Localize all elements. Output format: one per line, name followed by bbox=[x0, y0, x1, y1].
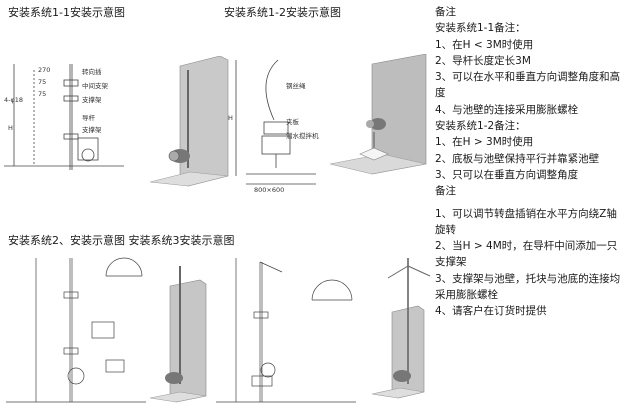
caption-system-1-1: 安装系统1-1安装示意图 bbox=[8, 6, 125, 19]
notes-subheading-system-1-1: 安装系统1-1备注： bbox=[435, 22, 526, 35]
label-jiaban: 夹板 bbox=[286, 117, 300, 126]
notes-heading-1: 备注 bbox=[435, 6, 456, 18]
label-gangsisheng: 钢丝绳 bbox=[286, 81, 306, 90]
note-3-item-2: 2、当H > 4M时，在导杆中间添加一只支撑架 bbox=[435, 240, 618, 269]
label-zhuanxiangcha: 转向插 bbox=[82, 67, 102, 76]
notes-panel: 备注 安装系统1-1备注： 1、在H < 3M时使用 2、导杆长度定长3M 3、… bbox=[435, 4, 625, 320]
label-h: H bbox=[8, 124, 13, 132]
label-800x600: 800×600 bbox=[254, 186, 284, 194]
label-h-2: H bbox=[228, 114, 233, 122]
diagram-system-2-drawing bbox=[6, 252, 156, 412]
note-1-1-item-1: 1、在H < 3M时使用 bbox=[435, 38, 534, 51]
label-daogan: 导杆 bbox=[82, 113, 96, 122]
diagram-system-1-2-drawing: 钢丝绳 夹板 潜水搅拌机 H 800×600 bbox=[226, 50, 336, 200]
caption-system-1-2: 安装系统1-2安装示意图 bbox=[224, 6, 341, 19]
note-3-item-3: 3、支撑架与池壁，托块与池底的连接均采用膨胀螺栓 bbox=[435, 272, 621, 302]
note-1-1-item-2: 2、导杆长度定长3M bbox=[435, 54, 531, 67]
note-1-1-item-4: 4、与池壁的连接采用膨胀螺栓 bbox=[435, 103, 579, 116]
label-qianshui-jiaobanji: 潜水搅拌机 bbox=[286, 131, 319, 140]
notes-heading-2: 备注 bbox=[435, 185, 456, 198]
diagram-system-1-1-render bbox=[150, 56, 230, 196]
diagram-system-2-render bbox=[150, 256, 210, 406]
label-zhongjian-zhijia: 中间支架 bbox=[82, 81, 109, 90]
diagram-system-3-drawing bbox=[216, 252, 366, 412]
note-3-item-1: 1、可以调节转盘插销在水平方向绕Z轴旋转 bbox=[435, 207, 617, 236]
note-3-item-4: 4、请客户在订货时提供 bbox=[435, 305, 547, 318]
label-zhichengjia-2: 支撑架 bbox=[82, 125, 102, 134]
note-1-2-item-1: 1、在H > 3M时使用 bbox=[435, 136, 534, 149]
label-270: 270 bbox=[38, 66, 50, 74]
note-1-2-item-2: 2、底板与池壁保持平行并靠紧池壁 bbox=[435, 152, 600, 165]
notes-subheading-system-1-2: 安装系统1-2备注： bbox=[435, 120, 526, 133]
diagram-system-3-render bbox=[372, 252, 436, 402]
label-75b: 75 bbox=[38, 90, 46, 98]
label-75a: 75 bbox=[38, 78, 46, 86]
diagram-system-1-1-drawing: 转向插 中间支架 支撑架 导杆 支撑架 4-φ18 H 270 75 75 bbox=[4, 60, 134, 190]
note-1-2-item-3: 3、只可以在垂直方向调整角度 bbox=[435, 168, 579, 181]
caption-system-2-3: 安装系统2、安装示意图 安装系统3安装示意图 bbox=[8, 234, 235, 247]
label-zhichengjia-1: 支撑架 bbox=[82, 95, 102, 104]
note-1-1-item-3: 3、可以在水平和垂直方向调整角度和高度 bbox=[435, 71, 621, 100]
diagram1-labels: 转向插 中间支架 支撑架 导杆 支撑架 4-φ18 H 270 75 75 bbox=[4, 66, 109, 134]
label-bolt-spec: 4-φ18 bbox=[4, 96, 23, 104]
diagram-system-1-2-render bbox=[330, 54, 430, 194]
